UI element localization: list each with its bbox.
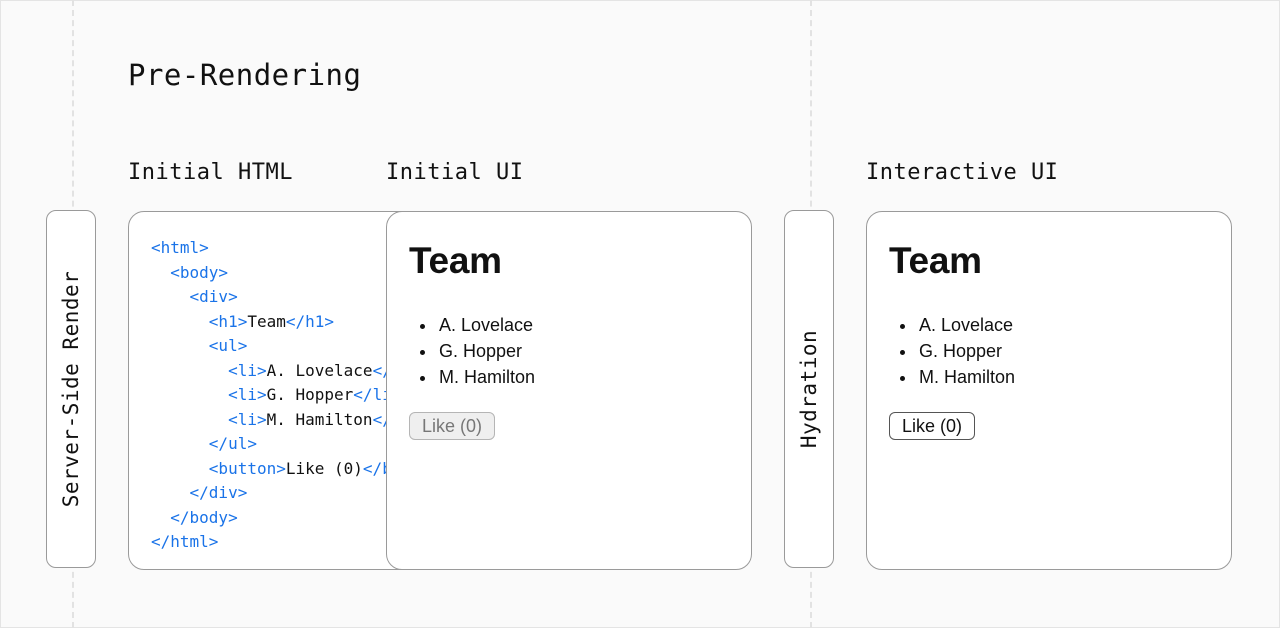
server-side-render-box: Server-Side Render bbox=[46, 210, 96, 568]
code-tag-close: </h1> bbox=[285, 311, 335, 331]
list-item: G. Hopper bbox=[437, 338, 535, 364]
code-tag-open: <html> bbox=[151, 238, 209, 257]
code-tag-open: </html> bbox=[151, 532, 219, 551]
hydration-label: Hydration bbox=[797, 329, 821, 449]
code-line: </div> bbox=[151, 481, 391, 506]
list-item: A. Lovelace bbox=[917, 312, 1015, 338]
code-tag-open: <li> bbox=[228, 360, 267, 380]
code-line: </body> bbox=[151, 506, 391, 531]
code-line: </html> bbox=[151, 530, 391, 555]
interactive-ui-card: Team A. Lovelace G. Hopper M. Hamilton L… bbox=[866, 211, 1232, 570]
code-tag-open: <li> bbox=[228, 385, 267, 404]
hydration-box: Hydration bbox=[784, 210, 834, 568]
list-item: M. Hamilton bbox=[437, 364, 535, 390]
code-tag-open: </div> bbox=[189, 483, 248, 502]
code-line: <h1>Team</h1> bbox=[151, 310, 391, 335]
interactive-ui-list: A. Lovelace G. Hopper M. Hamilton bbox=[889, 312, 1015, 390]
code-tag-open: <button> bbox=[208, 458, 286, 478]
code-line: <body> bbox=[151, 261, 391, 286]
code-text: A. Lovelace bbox=[266, 360, 373, 380]
label-initial-ui: Initial UI bbox=[386, 160, 524, 185]
label-interactive-ui: Interactive UI bbox=[866, 160, 1059, 185]
label-initial-html: Initial HTML bbox=[128, 160, 293, 185]
code-text: G. Hopper bbox=[266, 385, 354, 404]
code-line: <ul> bbox=[151, 334, 391, 359]
interactive-ui-heading: Team bbox=[889, 240, 982, 281]
code-line: <button>Like (0)</button> bbox=[151, 457, 427, 482]
list-item: A. Lovelace bbox=[437, 312, 535, 338]
code-tag-open: <li> bbox=[228, 409, 267, 429]
code-tag-open: <div> bbox=[189, 287, 238, 306]
initial-html-card: <html> <body> <div> <h1>Team</h1> <ul> <… bbox=[128, 211, 428, 570]
code-line: <li>M. Hamilton</li> bbox=[151, 408, 421, 433]
code-tag-open: <h1> bbox=[208, 311, 248, 331]
code-line: <div> bbox=[151, 285, 391, 310]
list-item: M. Hamilton bbox=[917, 364, 1015, 390]
code-tag-open: <ul> bbox=[208, 336, 248, 355]
server-side-render-label: Server-Side Render bbox=[59, 270, 83, 508]
code-line: <li>G. Hopper</li> bbox=[151, 383, 401, 408]
code-tag-open: </body> bbox=[170, 507, 238, 527]
like-button[interactable]: Like (0) bbox=[889, 412, 976, 440]
code-tag-open: <body> bbox=[170, 262, 229, 282]
code-line: </ul> bbox=[151, 432, 391, 457]
diagram-title: Pre-Rendering bbox=[128, 58, 362, 92]
code-line: <li>A. Lovelace</li> bbox=[151, 359, 421, 384]
code-text: Team bbox=[247, 311, 286, 331]
html-code-block: <html> <body> <div> <h1>Team</h1> <ul> <… bbox=[151, 236, 427, 555]
initial-ui-heading: Team bbox=[409, 240, 502, 281]
code-tag-open: </ul> bbox=[208, 434, 257, 453]
like-button-disabled: Like (0) bbox=[409, 412, 496, 440]
code-line: <html> bbox=[151, 236, 391, 261]
initial-ui-list: A. Lovelace G. Hopper M. Hamilton bbox=[409, 312, 535, 390]
code-text: M. Hamilton bbox=[266, 409, 373, 429]
code-text: Like (0) bbox=[285, 458, 363, 478]
list-item: G. Hopper bbox=[917, 338, 1015, 364]
initial-ui-card: Team A. Lovelace G. Hopper M. Hamilton L… bbox=[386, 211, 752, 570]
